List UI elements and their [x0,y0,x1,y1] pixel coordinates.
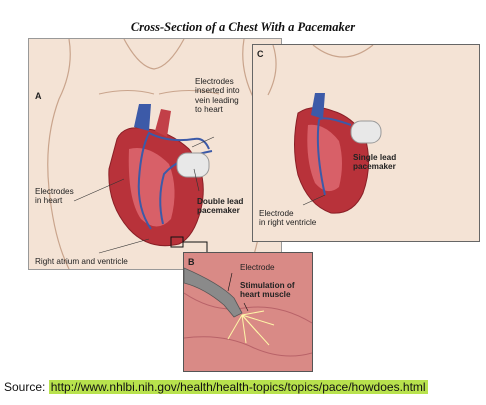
panel-a-illustration [47,39,267,269]
panel-c-single-lead: C Single lead pacemaker Electrode in rig… [252,44,480,242]
source-prefix: Source: [4,380,46,394]
panel-b-letter: B [188,257,195,267]
label-electrode: Electrode [240,263,275,272]
label-stimulation-heart-muscle: Stimulation of heart muscle [240,281,295,300]
figure-title: Cross-Section of a Chest With a Pacemake… [130,20,356,34]
label-single-lead-pacemaker: Single lead pacemaker [353,153,397,172]
source-line: Source: http://www.nhlbi.nih.gov/health/… [4,380,428,394]
panel-c-letter: C [257,49,264,59]
panel-c-illustration [267,45,382,214]
label-right-atrium-ventricle: Right atrium and ventricle [35,257,128,266]
label-electrodes-heart: Electrodes in heart [35,187,74,206]
label-electrodes-vein: Electrodes inserted into vein leading to… [195,77,240,115]
label-electrode-right-ventricle: Electrode in right ventricle [259,209,317,228]
label-double-lead-pacemaker: Double lead pacemaker [197,197,244,216]
panel-a-letter: A [35,91,42,101]
panel-b-stimulation: B Electrode Stimulation of heart muscle [183,252,313,372]
panel-b-illustration [184,267,312,357]
panel-a-double-lead: A Electrodes inserted into vein leading … [28,38,282,270]
source-url[interactable]: http://www.nhlbi.nih.gov/health/health-t… [48,380,428,394]
